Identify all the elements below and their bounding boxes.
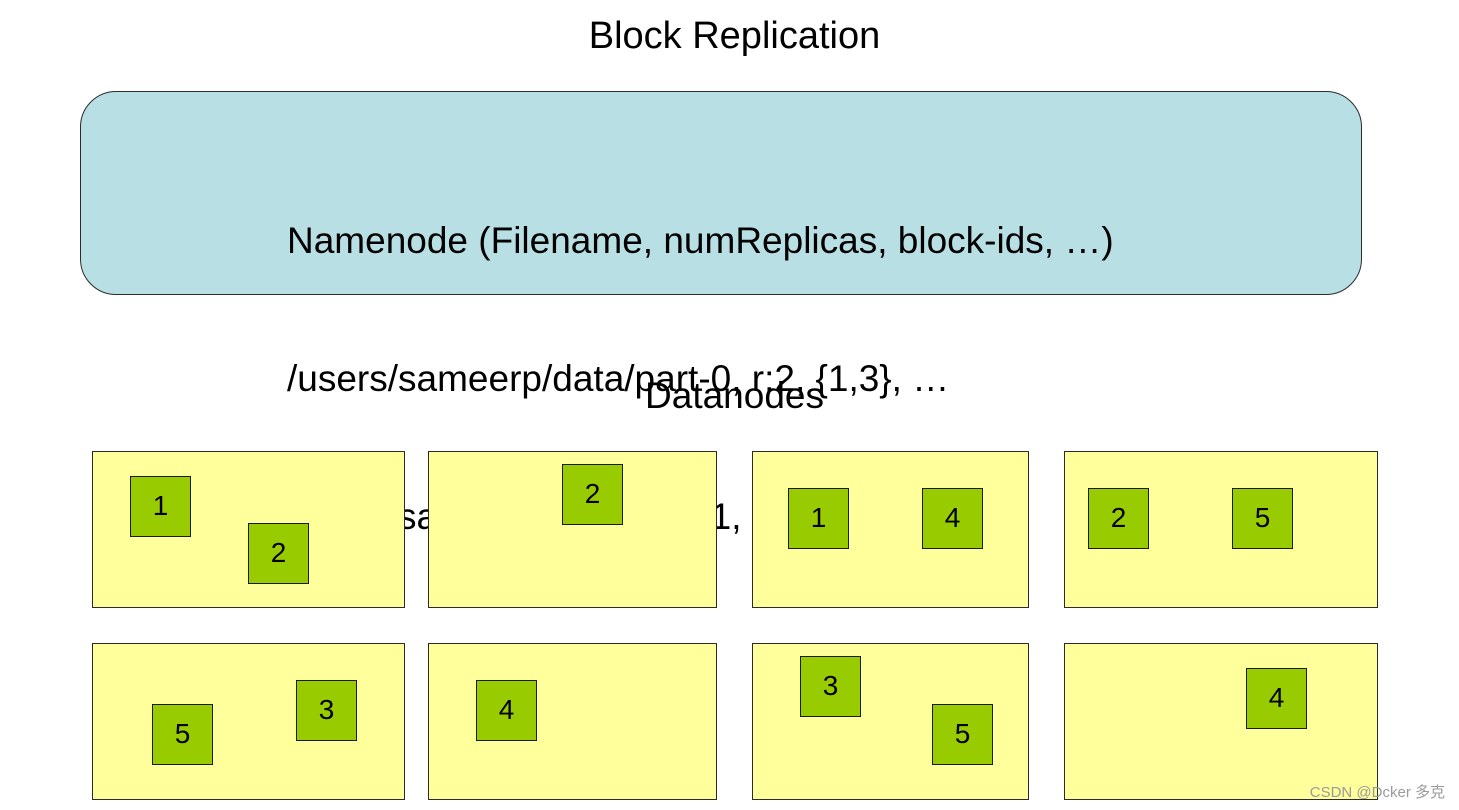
block: 5 (152, 704, 213, 765)
namenode-header-line: Namenode (Filename, numReplicas, block-i… (287, 220, 1114, 261)
block: 4 (476, 680, 537, 741)
block: 2 (248, 523, 309, 584)
block: 2 (562, 464, 623, 525)
datanode-3: 1 4 (752, 451, 1029, 608)
datanode-2: 2 (428, 451, 717, 608)
namenode-file-line-part-0: /users/sameerp/data/part-0, r:2, {1,3}, … (287, 358, 950, 399)
datanode-7: 3 5 (752, 643, 1029, 800)
namenode-box (80, 91, 1362, 295)
block: 5 (1232, 488, 1293, 549)
watermark: CSDN @Dcker 多克 (1309, 784, 1445, 801)
datanode-8: 4 (1064, 643, 1378, 800)
block: 1 (788, 488, 849, 549)
block: 3 (800, 656, 861, 717)
datanode-6: 4 (428, 643, 717, 800)
block: 2 (1088, 488, 1149, 549)
block: 3 (296, 680, 357, 741)
datanode-1: 1 2 (92, 451, 405, 608)
block: 1 (130, 476, 191, 537)
block: 5 (932, 704, 993, 765)
datanodes-label: Datanodes (645, 375, 824, 416)
block: 4 (922, 488, 983, 549)
diagram-title: Block Replication (588, 15, 881, 57)
block: 4 (1246, 668, 1307, 729)
datanode-4: 2 5 (1064, 451, 1378, 608)
datanode-5: 5 3 (92, 643, 405, 800)
